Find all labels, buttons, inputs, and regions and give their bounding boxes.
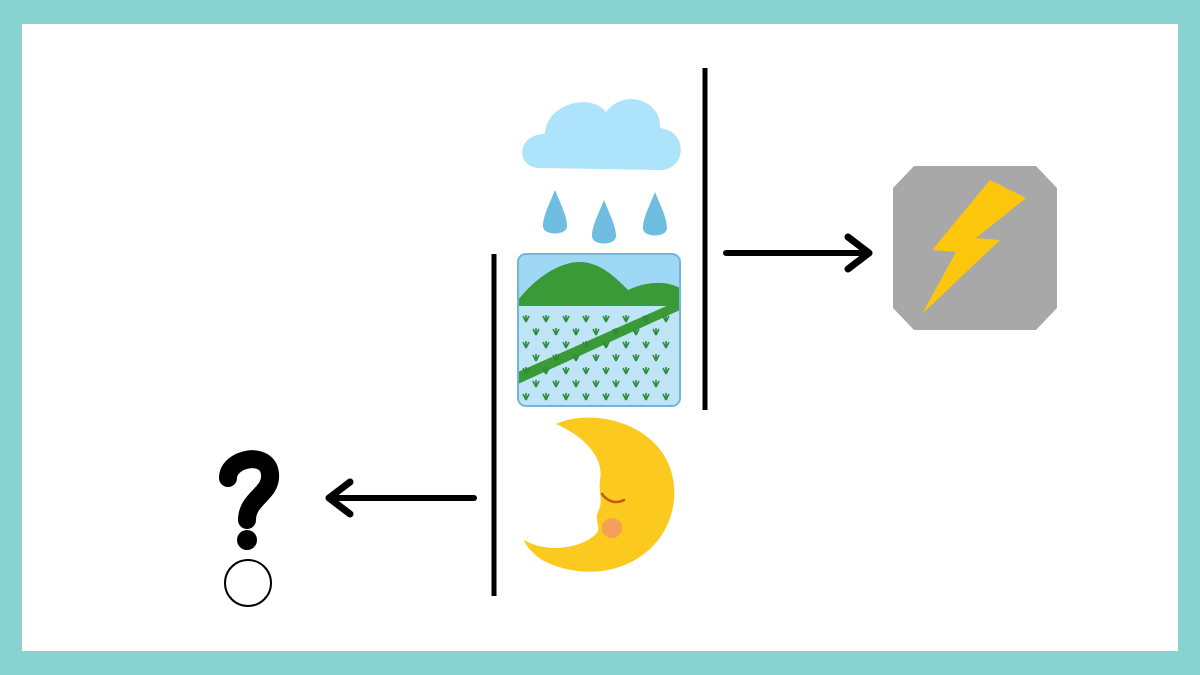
rice-sprout bbox=[612, 328, 620, 336]
rice-sprout bbox=[602, 341, 610, 349]
rice-sprout bbox=[602, 393, 610, 401]
rice-sprout bbox=[632, 380, 640, 388]
rice-sprout bbox=[592, 354, 600, 362]
rice-sprout bbox=[542, 367, 550, 375]
rain-cloud-icon bbox=[522, 99, 681, 244]
rice-sprout bbox=[632, 354, 640, 362]
rice-sprout bbox=[582, 341, 590, 349]
rice-sprout bbox=[652, 328, 660, 336]
rice-sprout bbox=[592, 380, 600, 388]
rice-sprout bbox=[592, 328, 600, 336]
rice-sprout bbox=[562, 315, 570, 323]
rice-sprout bbox=[662, 367, 670, 375]
rice-sprout bbox=[522, 341, 530, 349]
rice-sprout bbox=[652, 380, 660, 388]
arrow-right bbox=[723, 233, 873, 273]
rice-sprout bbox=[542, 341, 550, 349]
rice-sprout bbox=[622, 341, 630, 349]
rice-sprout bbox=[612, 380, 620, 388]
diagram-canvas bbox=[22, 24, 1178, 651]
rice-sprout bbox=[622, 315, 630, 323]
rice-sprouts bbox=[522, 315, 670, 401]
rice-sprout bbox=[572, 354, 580, 362]
rice-sprout bbox=[522, 315, 530, 323]
rice-sprout bbox=[522, 393, 530, 401]
raindrop bbox=[592, 200, 616, 244]
lightning-octagon-icon bbox=[893, 166, 1057, 330]
rice-sprout bbox=[582, 367, 590, 375]
rice-sprout bbox=[552, 328, 560, 336]
rice-sprout bbox=[562, 367, 570, 375]
empty-circle-icon bbox=[224, 559, 272, 607]
rice-sprout bbox=[582, 393, 590, 401]
rice-sprout bbox=[562, 341, 570, 349]
rice-sprout bbox=[572, 328, 580, 336]
rice-sprout bbox=[552, 354, 560, 362]
rice-sprout bbox=[522, 367, 530, 375]
rice-sprout bbox=[612, 354, 620, 362]
rice-sprout bbox=[662, 341, 670, 349]
rice-sprout bbox=[552, 380, 560, 388]
rice-sprout bbox=[662, 393, 670, 401]
rice-sprout bbox=[632, 328, 640, 336]
rice-paddy-icon bbox=[517, 253, 681, 407]
rice-sprout bbox=[582, 315, 590, 323]
rice-sprout bbox=[562, 393, 570, 401]
question-mark-icon bbox=[219, 450, 279, 550]
rice-sprout bbox=[542, 393, 550, 401]
rice-sprout bbox=[532, 328, 540, 336]
rice-sprout bbox=[662, 315, 670, 323]
rice-sprout bbox=[622, 367, 630, 375]
rice-sprout bbox=[602, 367, 610, 375]
rice-sprout bbox=[652, 354, 660, 362]
rice-sprout bbox=[602, 315, 610, 323]
rice-sprout bbox=[622, 393, 630, 401]
rice-sprout bbox=[642, 341, 650, 349]
rice-sprout bbox=[642, 393, 650, 401]
arrow-left bbox=[325, 478, 477, 518]
rice-sprout bbox=[642, 367, 650, 375]
raindrop bbox=[643, 192, 667, 236]
rice-sprout bbox=[642, 315, 650, 323]
raindrop bbox=[543, 190, 567, 234]
rice-sprout bbox=[572, 380, 580, 388]
rice-sprout bbox=[542, 315, 550, 323]
sleeping-moon-icon bbox=[524, 417, 675, 572]
rice-sprout bbox=[532, 354, 540, 362]
diagram-svg bbox=[219, 68, 1057, 607]
rice-sprout bbox=[532, 380, 540, 388]
